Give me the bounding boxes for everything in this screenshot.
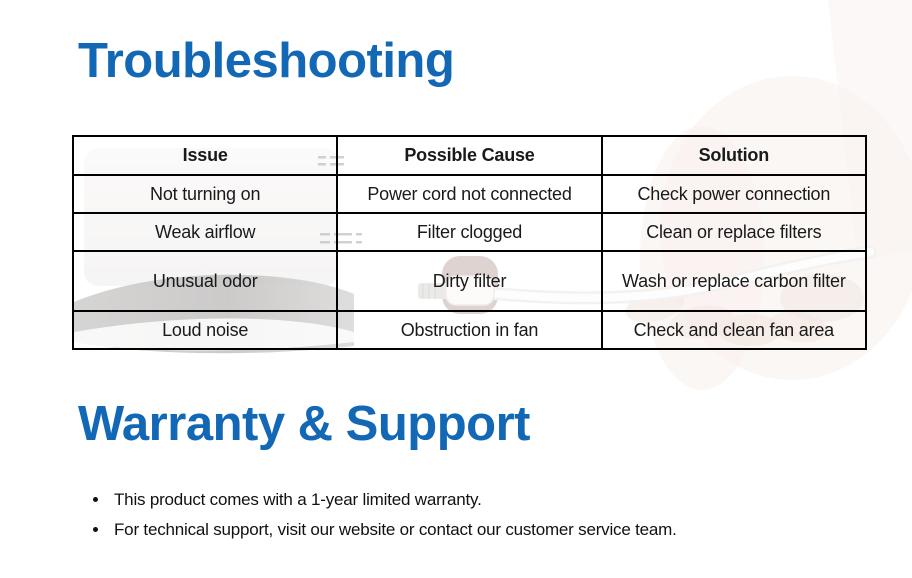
support-bullet: For technical support, visit our website… <box>110 519 677 541</box>
header-possible-cause: Possible Cause <box>336 135 603 176</box>
table-row: Weak airflow Filter clogged Clean or rep… <box>71 212 868 252</box>
cell-solution: Wash or replace carbon filter <box>600 250 868 312</box>
table-header-row: Issue Possible Cause Solution <box>71 135 868 176</box>
table-row: Not turning on Power cord not connected … <box>71 174 868 214</box>
warranty-support-title: Warranty & Support <box>78 397 530 451</box>
cell-solution: Check and clean fan area <box>600 310 868 350</box>
header-solution: Solution <box>600 135 868 176</box>
cell-cause: Obstruction in fan <box>336 310 603 350</box>
troubleshooting-title: Troubleshooting <box>78 34 455 88</box>
troubleshooting-table: Issue Possible Cause Solution Not turnin… <box>71 135 868 350</box>
cell-solution: Clean or replace filters <box>600 212 868 252</box>
warranty-bullet: This product comes with a 1-year limited… <box>110 489 677 511</box>
header-issue: Issue <box>71 135 339 176</box>
table-row: Loud noise Obstruction in fan Check and … <box>71 310 868 350</box>
cell-cause: Filter clogged <box>336 212 603 252</box>
cell-issue: Loud noise <box>71 310 339 350</box>
cell-cause: Dirty filter <box>336 250 603 312</box>
cell-issue: Unusual odor <box>71 250 339 312</box>
cell-issue: Not turning on <box>71 174 339 214</box>
cell-solution: Check power connection <box>600 174 868 214</box>
table-row: Unusual odor Dirty filter Wash or replac… <box>71 250 868 312</box>
cell-issue: Weak airflow <box>71 212 339 252</box>
cell-cause: Power cord not connected <box>336 174 603 214</box>
warranty-bullet-list: This product comes with a 1-year limited… <box>90 489 677 549</box>
